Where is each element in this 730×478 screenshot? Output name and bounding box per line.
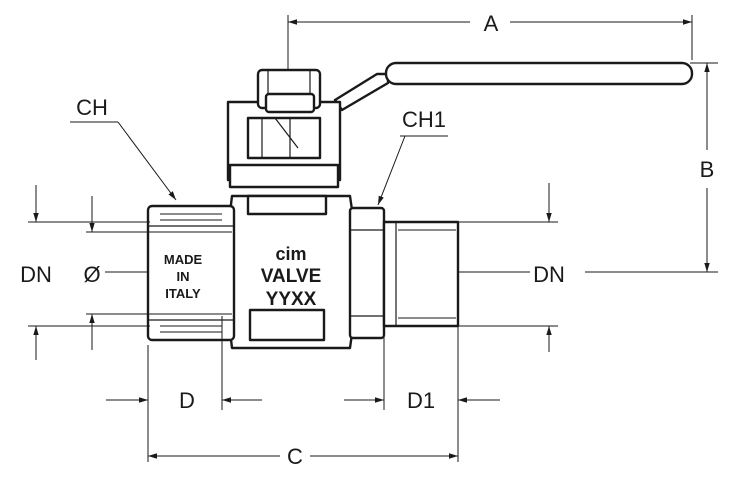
dimension-dn-left xyxy=(28,185,150,360)
dimension-diameter xyxy=(86,196,232,350)
dn-right-label: DN xyxy=(533,262,565,287)
dn-left-label: DN xyxy=(20,262,52,287)
lever-handle xyxy=(333,61,694,112)
body-marking-yyxx: YYXX xyxy=(266,289,317,310)
body-marking-valve: VALVE xyxy=(261,266,322,287)
body-logo: cim xyxy=(275,244,306,264)
ch-leader xyxy=(70,121,177,201)
ch1-leader xyxy=(377,135,448,206)
dimension-b xyxy=(585,62,718,273)
ch1-label: CH1 xyxy=(402,107,446,132)
nut-marking-made: MADE xyxy=(164,252,203,267)
d1-label: D1 xyxy=(407,388,435,413)
dimension-dn-right xyxy=(458,183,558,352)
d-label: D xyxy=(179,388,195,413)
dimension-b-label: B xyxy=(700,157,715,182)
hex-nut-left xyxy=(146,204,236,342)
c-label: C xyxy=(287,444,303,469)
dimension-a xyxy=(287,15,693,70)
nut-marking-in: IN xyxy=(177,269,190,284)
dimension-a-label: A xyxy=(484,11,499,36)
valve-body xyxy=(225,194,358,350)
ch-label: CH xyxy=(76,95,108,120)
nut-marking-italy: ITALY xyxy=(165,286,201,301)
male-thread-end xyxy=(382,220,460,328)
diameter-label: Ø xyxy=(83,262,100,287)
dimension-d1 xyxy=(344,326,500,462)
hex-right xyxy=(348,206,386,340)
dimension-d xyxy=(106,316,262,462)
stem-assembly xyxy=(226,68,342,189)
